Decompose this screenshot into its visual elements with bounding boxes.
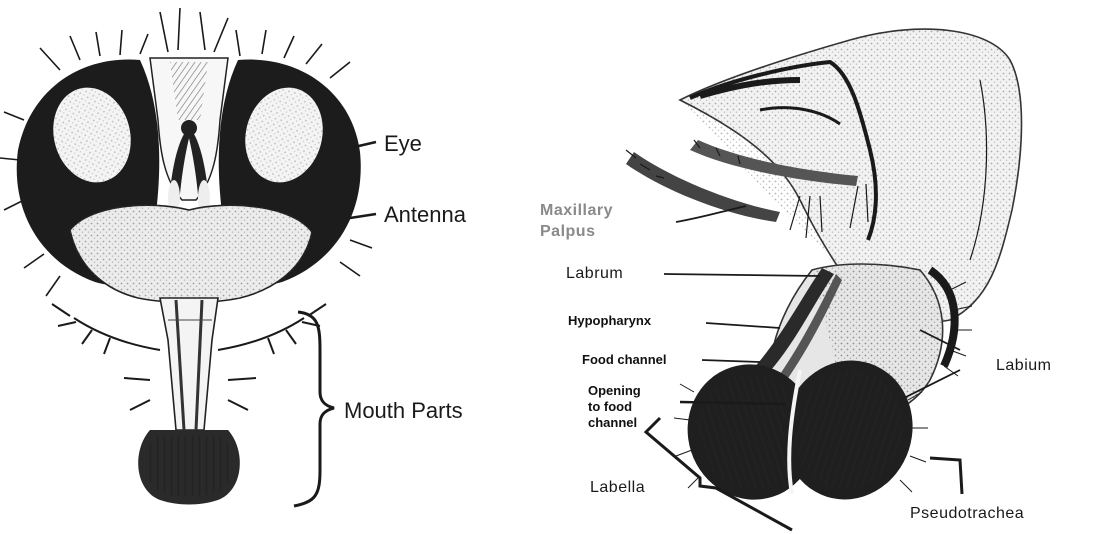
- label-food-channel: Food channel: [582, 352, 667, 367]
- label-channel: channel: [588, 415, 637, 430]
- proboscis-front: [138, 298, 240, 505]
- label-pseudotrachea: Pseudotrachea: [910, 505, 1024, 522]
- label-labella: Labella: [590, 479, 645, 496]
- head-face: [70, 205, 312, 302]
- label-maxillary: Maxillary: [540, 202, 613, 219]
- label-palpus: Palpus: [540, 223, 595, 240]
- pseudotrachea-brace: [930, 458, 962, 494]
- mouth-parts-brace: [294, 312, 334, 506]
- head-frons: [150, 58, 228, 222]
- fly-mouthparts-side-view: Maxillary Palpus Labrum Hypopharynx Food…: [540, 29, 1051, 530]
- label-eye: Eye: [384, 131, 422, 156]
- label-labium: Labium: [996, 357, 1051, 374]
- label-hypopharynx: Hypopharynx: [568, 313, 652, 328]
- label-opening: Opening: [588, 383, 641, 398]
- label-mouth-parts: Mouth Parts: [344, 398, 463, 423]
- label-labrum: Labrum: [566, 265, 623, 282]
- label-antenna: Antenna: [384, 202, 467, 227]
- label-to-food: to food: [588, 399, 632, 414]
- fly-head-front-view: Eye Antenna Mouth Parts: [0, 8, 467, 506]
